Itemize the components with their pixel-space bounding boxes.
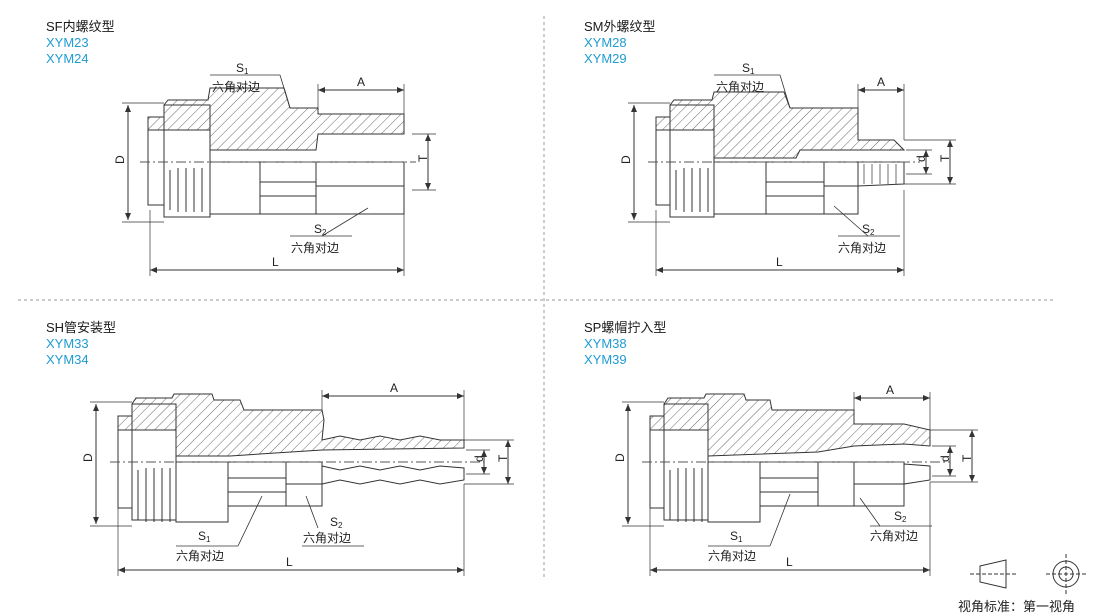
sf-coupling-drawing [122, 74, 436, 276]
d-small-label: d [914, 155, 928, 162]
l-label: L [786, 555, 793, 569]
s1-label: S1 [742, 61, 755, 76]
sf-dimension-labels: S1 六角对边 A D T L S2 六角对边 [113, 61, 430, 269]
hex-label: 六角对边 [870, 529, 918, 543]
a-label: A [357, 75, 365, 89]
t-label: T [416, 154, 430, 162]
s2-label: S2 [862, 222, 875, 237]
t-label: T [960, 454, 974, 462]
panel-name: SF内螺纹型 [46, 19, 115, 34]
model-code: XYM24 [46, 51, 89, 66]
hex-label: 六角对边 [708, 549, 756, 563]
d-label: D [113, 155, 127, 164]
l-label: L [776, 255, 783, 269]
s2-label: S2 [330, 515, 343, 530]
l-label: L [286, 555, 293, 569]
s1-label: S1 [730, 529, 743, 544]
sm-dimension-labels: S1 六角对边 A D d T L S2 六角对边 [619, 61, 952, 269]
a-label: A [886, 383, 894, 397]
projection-standard-label: 视角标准：第一视角 [958, 599, 1076, 614]
first-angle-projection-icon [970, 554, 1086, 594]
a-label: A [390, 381, 398, 395]
sh-dimension-labels: A D d T L S1 六角对边 S2 六角对边 [81, 381, 510, 569]
panel-sp-title: SP螺帽拧入型 XYM38 XYM39 [584, 320, 666, 368]
hex-label: 六角对边 [291, 241, 339, 255]
s1-label: S1 [236, 61, 249, 76]
hex-label: 六角对边 [838, 241, 886, 255]
model-code: XYM28 [584, 35, 627, 50]
t-label: T [496, 454, 510, 462]
l-label: L [272, 255, 279, 269]
sh-coupling-drawing [90, 390, 514, 576]
d-label: D [613, 453, 627, 462]
panel-sm-title: SM外螺纹型 XYM28 XYM29 [584, 19, 656, 67]
panel-name: SM外螺纹型 [584, 19, 656, 34]
d-small-label: d [472, 455, 486, 462]
a-label: A [877, 75, 885, 89]
model-code: XYM34 [46, 352, 89, 367]
d-small-label: d [938, 455, 952, 462]
sp-coupling-drawing [622, 392, 978, 576]
sp-dimension-labels: A D d T L S1 六角对边 S2 六角对边 [613, 383, 974, 569]
panel-sh-title: SH管安装型 XYM33 XYM34 [46, 320, 116, 368]
panel-name: SH管安装型 [46, 320, 117, 335]
sm-coupling-drawing [628, 74, 956, 276]
hex-label: 六角对边 [212, 80, 260, 94]
model-code: XYM29 [584, 51, 627, 66]
s2-label: S2 [894, 509, 907, 524]
model-code: XYM38 [584, 336, 627, 351]
d-label: D [619, 155, 633, 164]
model-code: XYM39 [584, 352, 627, 367]
panel-name: SP螺帽拧入型 [584, 320, 667, 335]
s1-label: S1 [198, 529, 211, 544]
model-code: XYM23 [46, 35, 89, 50]
hex-label: 六角对边 [716, 80, 764, 94]
s2-label: S2 [314, 222, 327, 237]
model-code: XYM33 [46, 336, 89, 351]
d-label: D [81, 453, 95, 462]
t-label: T [938, 154, 952, 162]
panel-sf-title: SF内螺纹型 XYM23 XYM24 [46, 19, 115, 67]
hex-label: 六角对边 [303, 531, 351, 545]
hex-label: 六角对边 [176, 549, 224, 563]
